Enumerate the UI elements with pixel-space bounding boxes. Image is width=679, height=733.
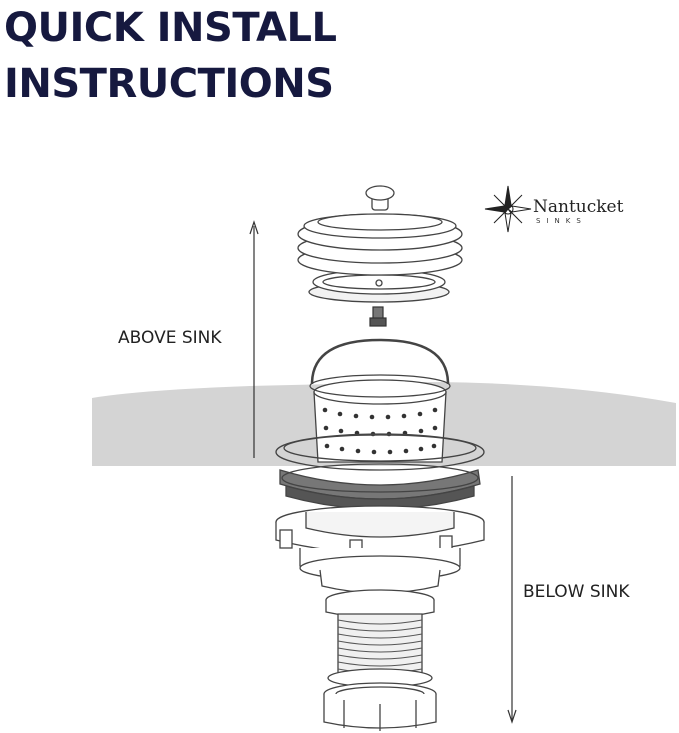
below-sink-arrow [507,476,517,724]
stopper-post [369,306,387,327]
stopper-cap [297,185,463,303]
threaded-tailpiece [325,589,435,688]
nantucket-logo: Nantucket SINKS [484,185,624,233]
strainer-basket [309,338,451,463]
coupling-nut [323,682,437,731]
compass-rose-icon [484,185,532,233]
drain-flange [275,433,485,510]
title-line-1: QUICK INSTALL [4,5,337,51]
logo-sub: SINKS [536,217,587,225]
basket-holes [322,407,438,455]
title-line-2: INSTRUCTIONS [4,61,334,107]
above-sink-arrow [249,220,259,458]
logo-name: Nantucket [533,197,624,217]
mounting-nut [275,505,485,594]
above-sink-label: ABOVE SINK [118,328,222,348]
page-title: QUICK INSTALL INSTRUCTIONS [4,0,644,112]
thread-lines [337,619,423,674]
below-sink-label: BELOW SINK [523,582,630,602]
